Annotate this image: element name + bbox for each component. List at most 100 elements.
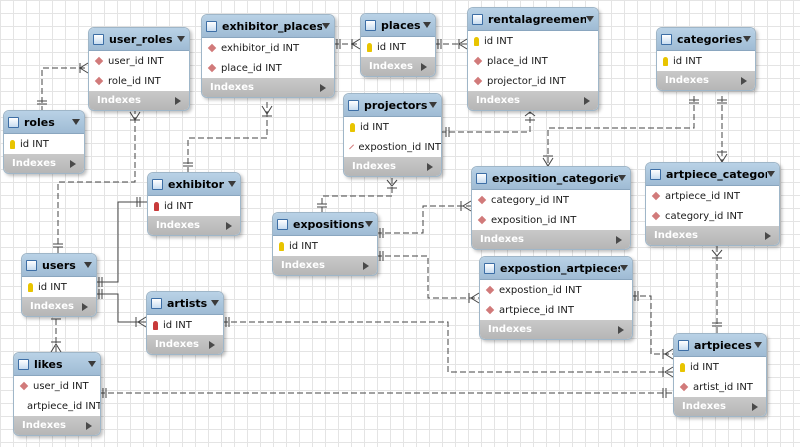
entity-exhibitor[interactable]: exhibitor id INT Indexes [147, 172, 241, 236]
expand-arrow-icon[interactable] [421, 62, 427, 71]
entity-exposition-categories[interactable]: exposition_categories category_id INT ex… [471, 166, 631, 250]
expand-arrow-icon[interactable] [226, 221, 232, 230]
dropdown-arrow-icon[interactable] [72, 119, 80, 125]
entity-categories[interactable]: categories id INT Indexes [656, 27, 756, 91]
entity-likes[interactable]: likes user_id INT artpiece_id INT Indexe… [13, 352, 101, 436]
entity-header[interactable]: roles [4, 111, 84, 134]
entity-places[interactable]: places id INT Indexes [360, 13, 436, 77]
expand-arrow-icon[interactable] [82, 302, 88, 311]
entity-rentalagreement[interactable]: rentalagreement id INT place_id INT proj… [467, 7, 599, 111]
entity-artists[interactable]: artists id INT Indexes [146, 291, 224, 355]
indexes-bar[interactable]: Indexes [14, 416, 100, 435]
foreign-key-icon [485, 305, 495, 315]
dropdown-arrow-icon[interactable] [88, 361, 96, 367]
dropdown-arrow-icon[interactable] [84, 262, 92, 268]
column-label: place_id INT [221, 62, 282, 74]
indexes-bar[interactable]: Indexes [646, 226, 779, 245]
dropdown-arrow-icon[interactable] [767, 171, 775, 177]
marks-users-likes [50, 315, 62, 353]
dropdown-arrow-icon[interactable] [211, 300, 219, 306]
primary-key-icon [10, 139, 15, 149]
expand-arrow-icon[interactable] [584, 96, 590, 105]
table-icon [18, 358, 29, 370]
primary-key-icon [350, 122, 355, 132]
indexes-bar[interactable]: Indexes [480, 320, 632, 339]
expand-arrow-icon[interactable] [741, 76, 747, 85]
expand-arrow-icon[interactable] [363, 261, 369, 270]
dropdown-arrow-icon[interactable] [228, 181, 236, 187]
foreign-key-icon [485, 285, 495, 295]
entity-header[interactable]: artpieces [674, 334, 766, 357]
column-label: projector_id INT [487, 75, 566, 87]
entity-header[interactable]: artists [147, 292, 223, 315]
expand-arrow-icon[interactable] [752, 402, 758, 411]
indexes-bar[interactable]: Indexes [468, 91, 598, 110]
expand-arrow-icon[interactable] [427, 162, 433, 171]
entity-header[interactable]: exhibitor [148, 173, 240, 196]
dropdown-arrow-icon[interactable] [423, 22, 431, 28]
entity-projectors[interactable]: projectors id INT expostion_id INT Index… [343, 93, 442, 177]
entity-header[interactable]: rentalagreement [468, 8, 598, 31]
expand-arrow-icon[interactable] [209, 340, 215, 349]
entity-user-roles[interactable]: user_roles user_id INT role_id INT Index… [88, 27, 190, 111]
dropdown-arrow-icon[interactable] [618, 175, 626, 181]
dropdown-arrow-icon[interactable] [429, 102, 437, 108]
indexes-bar[interactable]: Indexes [148, 216, 240, 235]
column-row: id INT [273, 236, 377, 256]
column-row: id INT [22, 277, 96, 297]
indexes-bar[interactable]: Indexes [4, 154, 84, 173]
marks-artpiece-categories-artpieces [711, 249, 723, 327]
expand-arrow-icon[interactable] [320, 83, 326, 92]
column-label: id INT [38, 281, 67, 293]
indexes-bar[interactable]: Indexes [674, 397, 766, 416]
entity-roles[interactable]: roles id INT Indexes [3, 110, 85, 174]
entity-artpiece-categories[interactable]: artpiece_categories artpiece_id INT cate… [645, 162, 780, 246]
dropdown-arrow-icon[interactable] [743, 36, 751, 42]
column-row: id INT [344, 117, 441, 137]
indexes-bar[interactable]: Indexes [147, 335, 223, 354]
column-row: id INT [4, 134, 84, 154]
entity-header[interactable]: user_roles [89, 28, 189, 51]
column-label: id INT [289, 240, 318, 252]
expand-arrow-icon[interactable] [86, 421, 92, 430]
indexes-bar[interactable]: Indexes [472, 230, 630, 249]
entity-header[interactable]: expostion_artpieces [480, 257, 632, 280]
expand-arrow-icon[interactable] [70, 159, 76, 168]
indexes-bar[interactable]: Indexes [202, 78, 334, 97]
entity-header[interactable]: exhibitor_places [202, 15, 334, 38]
expand-arrow-icon[interactable] [175, 96, 181, 105]
entity-header[interactable]: artpiece_categories [646, 163, 779, 186]
indexes-bar[interactable]: Indexes [344, 157, 441, 176]
entity-header[interactable]: categories [657, 28, 755, 51]
entity-header[interactable]: expositions [273, 213, 377, 236]
indexes-bar[interactable]: Indexes [273, 256, 377, 275]
dropdown-arrow-icon[interactable] [754, 342, 762, 348]
entity-header[interactable]: exposition_categories [472, 167, 630, 190]
expand-arrow-icon[interactable] [616, 235, 622, 244]
dropdown-arrow-icon[interactable] [586, 16, 594, 22]
dropdown-arrow-icon[interactable] [322, 23, 330, 29]
entity-expositions[interactable]: expositions id INT Indexes [272, 212, 378, 276]
indexes-bar[interactable]: Indexes [89, 91, 189, 110]
rel-expositions-exposition-categories [376, 205, 471, 234]
indexes-bar[interactable]: Indexes [361, 57, 435, 76]
entity-expostion-artpieces[interactable]: expostion_artpieces expostion_id INT art… [479, 256, 633, 340]
entity-header[interactable]: places [361, 14, 435, 37]
dropdown-arrow-icon[interactable] [177, 36, 185, 42]
entity-exhibitor-places[interactable]: exhibitor_places exhibitor_id INT place_… [201, 14, 335, 98]
indexes-bar[interactable]: Indexes [657, 71, 755, 90]
indexes-label: Indexes [488, 324, 532, 335]
entity-header[interactable]: likes [14, 353, 100, 376]
entity-header[interactable]: projectors [344, 94, 441, 117]
dropdown-arrow-icon[interactable] [365, 221, 373, 227]
entity-header[interactable]: users [22, 254, 96, 277]
table-icon [661, 33, 672, 45]
entity-users[interactable]: users id INT Indexes [21, 253, 97, 317]
foreign-key-icon [94, 56, 104, 66]
entity-title: exhibitor_places [222, 19, 322, 33]
expand-arrow-icon[interactable] [618, 325, 624, 334]
dropdown-arrow-icon[interactable] [620, 265, 628, 271]
indexes-bar[interactable]: Indexes [22, 297, 96, 316]
expand-arrow-icon[interactable] [765, 231, 771, 240]
entity-artpieces[interactable]: artpieces id INT artist_id INT Indexes [673, 333, 767, 417]
